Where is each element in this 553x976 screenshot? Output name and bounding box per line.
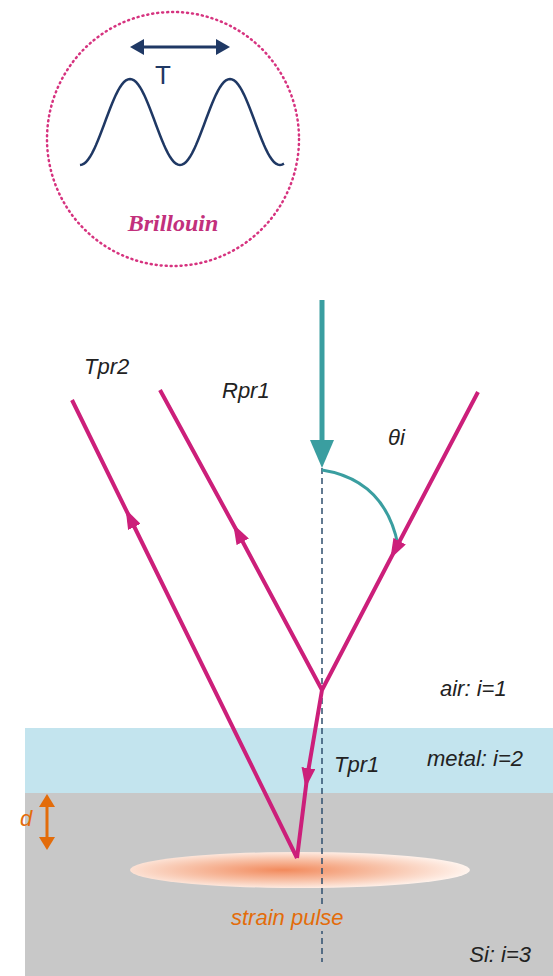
incident-ray [322, 392, 478, 690]
brillouin-label: Brillouin [45, 210, 301, 237]
transmitted-ray [297, 690, 322, 858]
reflected-ray [160, 390, 322, 690]
depth-arrowhead [39, 837, 55, 850]
metal-layer: metal: i=2 [25, 728, 553, 793]
layer-label: Si: i=3 [469, 942, 531, 968]
pump-arrow [320, 300, 325, 445]
depth-arrow [46, 804, 49, 840]
scattered-ray [72, 400, 297, 858]
period-label: T [155, 60, 171, 91]
depth-arrowhead [39, 794, 55, 807]
pump-arrowhead [310, 440, 334, 468]
layer-label: metal: i=2 [427, 746, 523, 772]
depth-label: d [20, 806, 32, 832]
pulse-label: strain pulse [228, 905, 347, 931]
angle-label: θi [388, 425, 405, 451]
brillouin-circle: T Brillouin [45, 10, 301, 268]
ray-label: Tpr2 [84, 354, 129, 380]
normal-line [321, 468, 323, 962]
strain-pulse [130, 852, 470, 888]
ray-label: Tpr1 [334, 752, 379, 778]
layer-label: air: i=1 [440, 676, 507, 702]
ray-label: Rpr1 [222, 378, 270, 404]
angle-arc [322, 470, 398, 545]
